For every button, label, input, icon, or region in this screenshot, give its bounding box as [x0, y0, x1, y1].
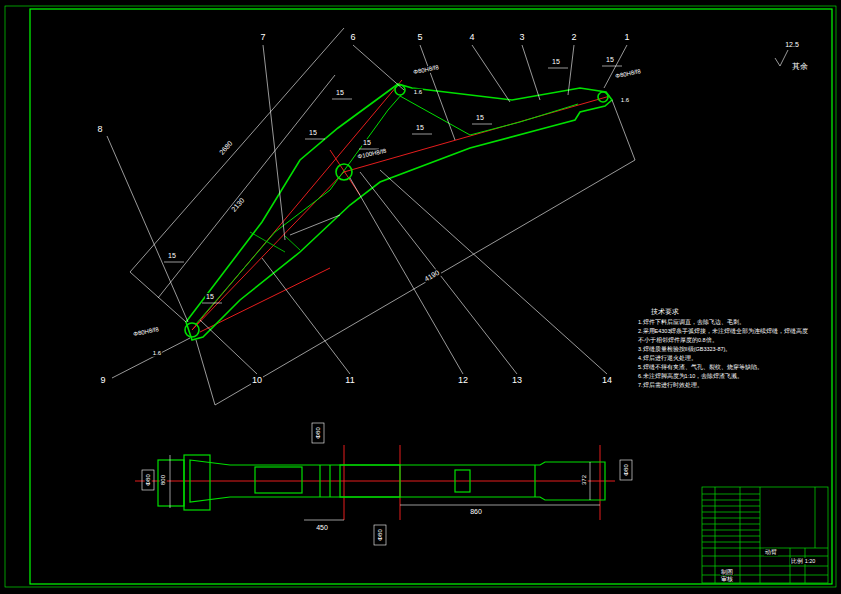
drawing-label: 15: [415, 124, 425, 132]
drawing-label: 800: [160, 474, 167, 486]
callout-number: 8: [96, 125, 103, 135]
drawing-label: 15: [605, 56, 615, 64]
drawing-label: Φ80: [623, 463, 630, 476]
note-text: 技术要求: [650, 308, 680, 316]
drawing-label: Φ80: [145, 473, 152, 486]
drawing-label: 450: [315, 524, 329, 532]
drawing-label: 15: [308, 129, 318, 137]
callout-number: 6: [349, 33, 356, 43]
drawing-label: Φ80: [315, 426, 322, 439]
drawing-label: 15: [551, 58, 561, 66]
callout-number: 2: [570, 33, 577, 43]
note-text: 2.采用E4303焊条手弧焊接，未注焊缝全部为连续焊缝，焊缝高度: [637, 328, 810, 334]
drawing-label: 制图: [720, 569, 734, 575]
note-text: 不小于相邻焊件厚度的0.8倍。: [637, 337, 719, 343]
drawing-label: 1.6: [620, 97, 630, 104]
drawing-label: 15: [362, 139, 372, 147]
callout-number: 9: [99, 376, 106, 386]
drawing-label: 1.6: [152, 350, 162, 357]
note-text: 1.焊件下料后应调直，去除飞边、毛刺。: [637, 319, 746, 325]
drawing-label: 审核: [720, 576, 734, 582]
callout-number: 12: [457, 376, 469, 386]
note-text: 5.焊缝不得有夹渣、气孔、裂纹、烧穿等缺陷。: [637, 364, 764, 370]
drawing-label: 15: [475, 114, 485, 122]
drawing-label: 动臂: [764, 549, 778, 556]
drawing-label: 860: [469, 508, 483, 516]
drawing-label: 1.6: [413, 89, 423, 96]
note-text: 7.焊后需进行时效处理。: [637, 382, 704, 388]
drawing-label: 4190: [422, 268, 441, 283]
drawing-label: Φ80H8/f8: [412, 64, 441, 76]
drawing-label: 其余: [791, 63, 809, 72]
drawing-label: Φ80H8/f8: [614, 68, 643, 80]
callout-number: 7: [259, 33, 266, 43]
drawing-label: 12.5: [784, 41, 800, 49]
callout-number: 5: [416, 33, 423, 43]
callout-number: 14: [601, 376, 613, 386]
note-text: 4.焊后进行退火处理。: [637, 355, 698, 361]
drawing-label: 372: [581, 474, 588, 486]
drawing-label: 2130: [229, 196, 246, 214]
drawing-label: 15: [167, 252, 177, 260]
callout-number: 3: [518, 33, 525, 43]
callout-number: 11: [344, 376, 355, 386]
drawing-label: 1:20: [804, 558, 817, 564]
callout-number: 13: [511, 376, 523, 386]
note-text: 3.焊缝质量检验按II级(GB3323-87)。: [637, 346, 732, 352]
drawing-label: Φ100H8/f8: [356, 148, 388, 161]
drawing-label: Φ80H8/f8: [132, 326, 161, 338]
drawing-label: 15: [205, 293, 215, 301]
note-text: 6.未注焊脚高度为1:10，去除焊渣飞溅。: [637, 373, 744, 379]
callout-number: 4: [468, 33, 475, 43]
drawing-label: Φ80: [377, 528, 384, 541]
callout-number: 1: [623, 33, 630, 43]
drawing-label: 比例: [790, 558, 804, 564]
callout-number: 10: [251, 376, 263, 386]
drawing-label: 2680: [217, 139, 234, 157]
drawing-label: 15: [335, 89, 345, 97]
